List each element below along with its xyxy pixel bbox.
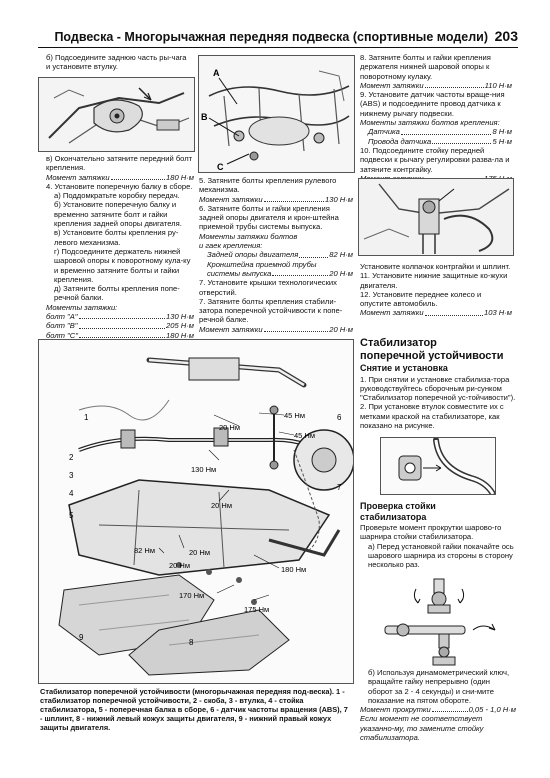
part-number: 9	[79, 633, 84, 642]
figure-bushing-marks	[380, 437, 496, 495]
paragraph: Проверьте момент прокрутки шарово-го шар…	[360, 523, 502, 542]
paragraph: б) Подсоедините заднюю часть ры-чага и у…	[46, 53, 187, 72]
paragraph: 7. Установите крышки технологических отв…	[199, 278, 337, 297]
paragraph: Если момент не соответствует указанно-му…	[360, 714, 484, 743]
torque-label: 20 Нм	[189, 548, 210, 557]
figure-ball-joint-rock	[406, 577, 472, 615]
figure-strut-locknut	[358, 178, 514, 256]
paragraph: Моменты затяжки болтов	[199, 231, 298, 241]
section-check-link: Проверка стойки стабилизатора Проверьте …	[360, 501, 516, 569]
paragraph: Кронштейна приемной трубы	[207, 259, 317, 269]
paragraph: 7. Затяните болты крепления стабили-зато…	[199, 296, 343, 325]
figure-stabilizer-assembly: 20 Нм 45 Нм 45 Нм 130 Нм 20 Нм 20 Нм 82 …	[38, 339, 354, 684]
col3-bottom-text: б) Используя динамометрический ключ, вра…	[360, 668, 516, 742]
torque-label: 45 Нм	[284, 411, 305, 420]
subsection-heading: стабилизатора	[360, 511, 427, 522]
paragraph: Моменты затяжки болтов крепления:	[360, 118, 500, 128]
paragraph: 12. Установите переднее колесо и опустит…	[360, 289, 482, 309]
main-figure-caption: Стабилизатор поперечной устойчивости (мн…	[40, 687, 348, 732]
page-title: Подвеска - Многорычажная передняя подвес…	[54, 30, 488, 44]
torque-row: болт "B"205 Н·м	[46, 321, 194, 331]
paragraph: Моменты затяжки:	[46, 302, 118, 312]
torque-label: 45 Нм	[294, 431, 315, 440]
torque-label: 20 Нм	[219, 423, 240, 432]
paragraph: 5. Затяните болты крепления рулевого мех…	[199, 176, 337, 195]
figure-torque-wrench	[383, 618, 501, 668]
subsection-heading: Снятие и установка	[360, 363, 448, 373]
paragraph: 2. При установке втулок совместите их с …	[360, 402, 504, 430]
ball-joint-illustration	[413, 578, 465, 614]
col2-text: 5. Затяните болты крепления рулевого мех…	[199, 176, 353, 334]
paragraph: 4. Установите поперечную балку в сборе.	[46, 181, 193, 191]
torque-label: 20 Нм	[211, 501, 232, 510]
part-number: 2	[69, 453, 74, 462]
paragraph: б) Установите поперечную балку и временн…	[54, 200, 182, 229]
paragraph: 10. Подсоедините стойку передней подвеск…	[360, 145, 510, 174]
paragraph: в) Окончательно затяните передний болт к…	[46, 154, 193, 173]
part-number: 3	[69, 471, 74, 480]
col3-mid-text: Установите колпачок контргайки и шплинт.…	[360, 262, 512, 318]
part-number: 5	[69, 511, 74, 520]
torque-label: 170 Нм	[179, 591, 204, 600]
bushing-illustration	[381, 438, 495, 494]
paragraph: а) Перед установкой гайки покачайте ось …	[368, 541, 514, 570]
col1-top-text: б) Подсоедините заднюю часть ры-чага и у…	[46, 53, 192, 72]
fig-label-b: B	[201, 112, 208, 122]
strut-illustration	[359, 179, 513, 255]
torque-label: 130 Нм	[191, 465, 216, 474]
page-number: 203	[494, 28, 518, 44]
paragraph: б) Используя динамометрический ключ, вра…	[368, 668, 510, 705]
torque-label: 180 Нм	[281, 565, 306, 574]
part-number: 1	[84, 413, 89, 422]
paragraph: в) Установите болты крепления ру-левого …	[54, 228, 179, 247]
fig-label-c: C	[217, 162, 224, 172]
section-heading: поперечной устойчивости	[360, 349, 504, 362]
paragraph: г) Подсоедините держатель нижней шаровой…	[54, 246, 191, 284]
crossmember-illustration: A B C	[199, 56, 354, 172]
arm-rear-illustration	[39, 78, 194, 151]
page-header: Подвеска - Многорычажная передняя подвес…	[38, 28, 518, 48]
part-number: 7	[337, 483, 342, 492]
paragraph: 6. Затяните болты и гайки крепления задн…	[199, 203, 339, 232]
torque-row: болт "A"130 Н·м	[46, 312, 194, 322]
torque-row: болт "C"180 Н·м	[46, 330, 194, 340]
figure-arm-rear	[38, 77, 195, 152]
paragraph: 11. Установите нижние защитные ко-жухи д…	[360, 271, 508, 290]
paragraph: 9. Установите датчик частоты враще-ния (…	[360, 90, 505, 118]
part-number: 4	[69, 489, 74, 498]
paragraph: д) Затяните болты крепления попе-речной …	[54, 284, 180, 303]
stabilizer-assembly-illustration: 20 Нм 45 Нм 45 Нм 130 Нм 20 Нм 20 Нм 82 …	[39, 340, 353, 683]
part-number: 6	[337, 413, 342, 422]
torque-label: 175 Нм	[244, 605, 269, 614]
torque-wrench-illustration	[384, 623, 496, 666]
part-number: 8	[189, 638, 194, 647]
section-stabilizer: Стабилизатор поперечной устойчивости Сня…	[360, 337, 516, 430]
paragraph: 1. При снятии и установке стабилиза-тора…	[360, 374, 516, 403]
paragraph: а) Поддомкратьте коробку передач.	[54, 191, 180, 201]
fig-label-a: A	[213, 68, 220, 78]
paragraph: Установите колпачок контргайки и шплинт.	[360, 262, 511, 271]
torque-label: 20 Нм	[169, 561, 190, 570]
figure-crossmember-bolts: A B C	[198, 55, 355, 173]
col1-text: в) Окончательно затяните передний болт к…	[46, 154, 194, 340]
col3-top-text: 8. Затяните болты и гайки крепления держ…	[360, 53, 512, 183]
paragraph: 8. Затяните болты и гайки крепления держ…	[360, 53, 491, 81]
paragraph: и гаек крепления:	[199, 241, 263, 251]
torque-label: 82 Нм	[134, 546, 155, 555]
section-heading: Стабилизатор	[360, 337, 437, 349]
subsection-heading: Проверка стойки	[360, 501, 436, 511]
